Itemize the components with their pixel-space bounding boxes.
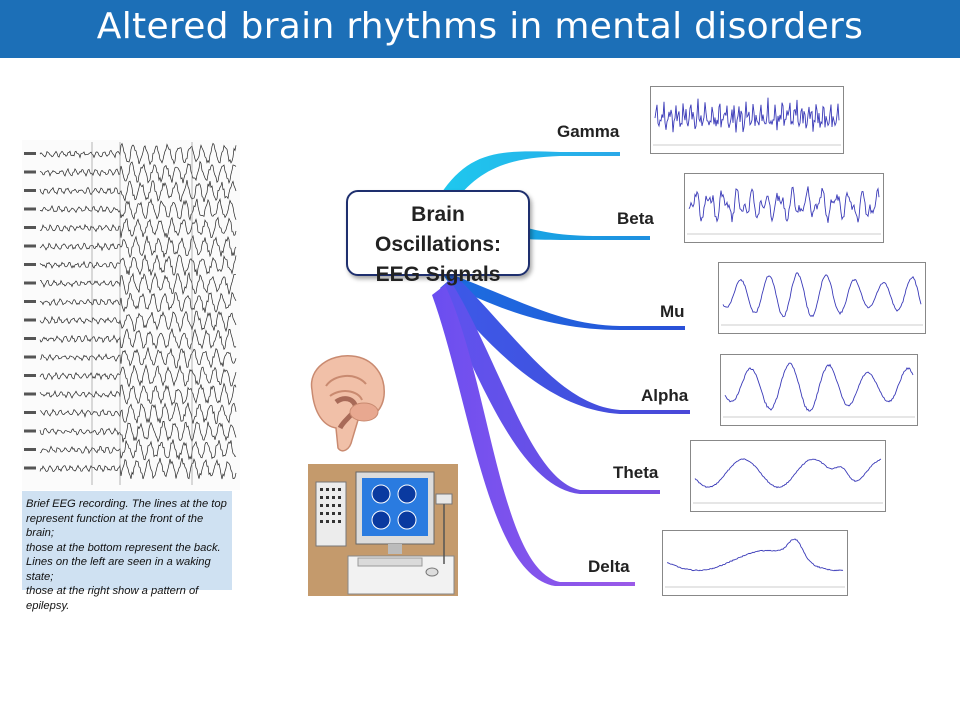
waveform-line (724, 362, 914, 412)
eeg-channel-label (24, 281, 36, 285)
branch-label-gamma: Gamma (557, 122, 620, 141)
eeg-channel-label (24, 429, 36, 433)
waveform-trace (723, 362, 915, 418)
waveform-trace (693, 458, 883, 504)
eeg-channel-label (24, 244, 36, 248)
eeg-trace-line (39, 160, 237, 184)
branch-theta (438, 280, 660, 494)
gamma-waveform (650, 86, 844, 154)
waveform-trace (665, 538, 845, 588)
eeg-caption-line: those at the right show a pattern of epi… (26, 585, 199, 612)
page-title: Altered brain rhythms in mental disorder… (96, 6, 864, 47)
eeg-caption-line: represent function at the front of the b… (26, 512, 204, 540)
waveform-trace (653, 97, 841, 146)
eeg-channel-label (24, 318, 36, 322)
eeg-trace-line (39, 310, 237, 333)
eeg-channel-label (24, 263, 36, 266)
eeg-caption-line: Brief EEG recording. The lines at the to… (26, 498, 227, 510)
eeg-channel-label (24, 466, 36, 470)
waveform-line (666, 538, 844, 572)
eeg-trace-line (39, 364, 237, 388)
eeg-channel-label (24, 392, 36, 396)
waveform-line (694, 458, 882, 489)
delta-waveform (662, 530, 848, 596)
branch-label-mu: Mu (660, 302, 685, 321)
eeg-channel-label (24, 411, 36, 414)
branch-mu (440, 270, 685, 330)
eeg-trace-line (39, 254, 237, 276)
eeg-channel-label (24, 355, 36, 359)
eeg-trace-line (39, 291, 237, 313)
eeg-trace-line (39, 347, 237, 369)
center-node-line: Brain Oscillations: (374, 203, 502, 256)
branch-label-beta: Beta (617, 209, 654, 228)
eeg-trace-line (39, 438, 237, 461)
waveform-trace (721, 272, 923, 326)
eeg-caption-line: Lines on the left are seen in a waking s… (26, 556, 211, 583)
eeg-trace-line (39, 197, 237, 222)
branch-label-alpha: Alpha (641, 386, 689, 405)
eeg-channel-label (24, 152, 36, 155)
eeg-channel-label (24, 170, 36, 174)
eeg-channel-label (24, 374, 36, 377)
brain-illustration (310, 355, 385, 452)
workstation-drawing (315, 471, 455, 595)
eeg-trace-line (39, 216, 237, 239)
eeg-trace-line (39, 328, 237, 351)
eeg-channel-label (24, 207, 36, 211)
mu-waveform (718, 262, 926, 334)
eeg-trace-line (39, 402, 237, 425)
waveform-line (722, 272, 922, 318)
waveform-line (688, 186, 880, 223)
eeg-traces (24, 142, 237, 485)
title-bar: Altered brain rhythms in mental disorder… (0, 0, 960, 58)
theta-waveform (690, 440, 886, 512)
branch-label-delta: Delta (588, 557, 630, 576)
waveform-line (654, 97, 840, 133)
eeg-trace-line (40, 271, 236, 295)
waveform-trace (687, 186, 881, 235)
alpha-waveform (720, 354, 918, 426)
eeg-trace-line (39, 142, 237, 166)
branch-delta (432, 285, 635, 586)
center-node: Brain Oscillations: EEG Signals (346, 190, 530, 286)
eeg-channel-label (24, 226, 36, 229)
eeg-channel-label (24, 189, 36, 192)
eeg-channel-label (24, 448, 36, 451)
beta-waveform (684, 173, 884, 243)
eeg-trace-line (39, 457, 237, 480)
eeg-channel-label (24, 300, 36, 303)
eeg-workstation-image (308, 464, 458, 596)
center-node-line: EEG Signals (375, 263, 501, 286)
eeg-trace-line (39, 421, 237, 443)
eeg-recording-image (22, 140, 240, 490)
eeg-channel-label (24, 337, 36, 340)
eeg-trace-line (39, 382, 237, 407)
branch-label-theta: Theta (613, 463, 659, 482)
branch-beta (505, 222, 650, 240)
branch-gamma (440, 151, 620, 205)
eeg-caption: Brief EEG recording. The lines at the to… (22, 491, 232, 612)
eeg-caption-line: those at the bottom represent the back. (26, 541, 221, 554)
eeg-trace-line (39, 179, 237, 203)
eeg-trace-line (39, 234, 237, 258)
branch-alpha (440, 275, 690, 414)
